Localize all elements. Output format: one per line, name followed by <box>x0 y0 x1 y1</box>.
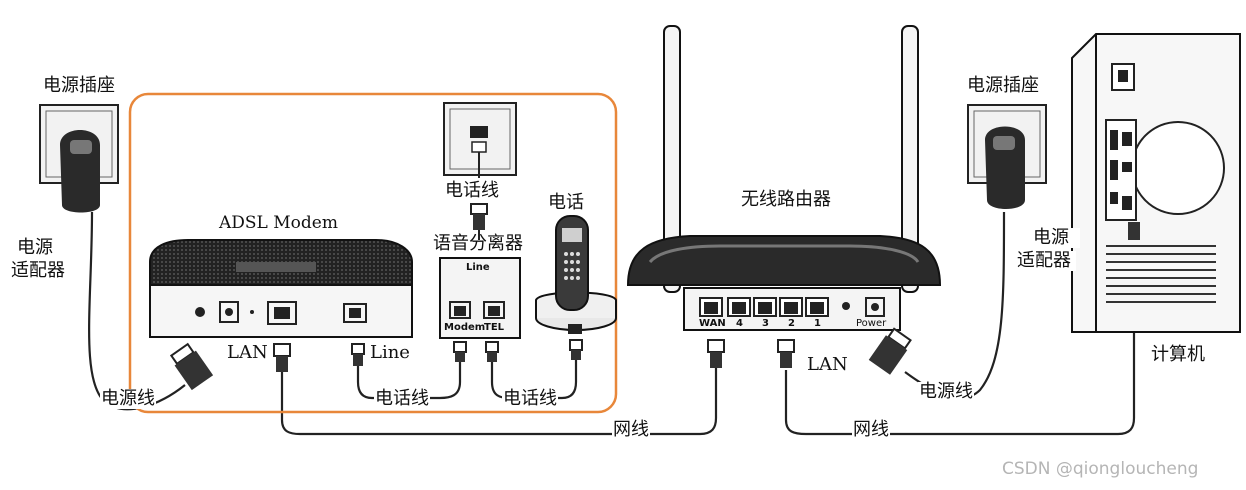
router-port-2-label: 2 <box>788 318 795 329</box>
power-plug-right <box>868 327 912 375</box>
splitter-line-port-label: Line <box>466 262 490 273</box>
splitter-title: 语音分离器 <box>433 233 523 254</box>
router-power-label: Power <box>856 318 887 329</box>
router-lan-plug <box>777 339 795 368</box>
phone-line-tel-label: 电话线 <box>502 388 558 409</box>
router-wan-label: WAN <box>699 318 726 329</box>
network-cable-left <box>280 368 718 436</box>
adsl-modem <box>149 239 413 338</box>
network-cable-right-label: 网线 <box>852 419 890 440</box>
wall-phone-line-label: 电话线 <box>444 180 500 201</box>
power-adapter-left-label-2: 适配器 <box>6 261 70 281</box>
router-port-1-label: 1 <box>814 318 821 329</box>
telephone <box>535 215 617 360</box>
computer-label: 计算机 <box>1151 344 1205 365</box>
router-port-4-label: 4 <box>736 318 743 329</box>
power-cable-right <box>904 211 1006 399</box>
voice-splitter <box>439 257 521 362</box>
splitter-tel-port-label: TEL <box>484 322 505 333</box>
router-title: 无线路由器 <box>741 189 831 210</box>
modem-lan-label: LAN <box>226 342 269 363</box>
router-port-3-label: 3 <box>762 318 769 329</box>
power-cord-left-label: 电源线 <box>100 388 156 409</box>
wireless-router <box>626 25 942 331</box>
watermark: CSDN @qiongloucheng <box>1002 459 1199 479</box>
power-socket-right-label: 电源插座 <box>967 75 1039 96</box>
computer-tower <box>1071 33 1241 333</box>
power-plug-left <box>169 342 214 391</box>
wall-phone-jack <box>443 102 517 240</box>
power-cord-right-label: 电源线 <box>918 381 974 402</box>
modem-group-highlight <box>128 92 618 414</box>
network-cable-left-label: 网线 <box>612 419 650 440</box>
phone-line-modem-label: 电话线 <box>374 388 430 409</box>
modem-line-plug <box>351 343 365 366</box>
network-cable-right <box>784 240 1136 436</box>
power-adapter-left-label-1: 电源 <box>6 238 64 258</box>
power-socket-left-label: 电源插座 <box>43 75 115 96</box>
power-adapter-right-label-2: 适配器 <box>1012 251 1076 271</box>
router-wan-plug <box>707 339 725 368</box>
power-adapter-right-label-1: 电源 <box>1022 228 1080 248</box>
modem-title: ADSL Modem <box>219 213 338 233</box>
router-lan-label: LAN <box>806 354 849 375</box>
modem-line-label: Line <box>369 342 411 363</box>
splitter-modem-port-label: Modem <box>444 322 486 333</box>
power-socket-right <box>967 104 1047 209</box>
power-socket-left <box>39 104 119 213</box>
modem-lan-plug <box>273 343 291 372</box>
phone-title: 电话 <box>548 192 584 213</box>
